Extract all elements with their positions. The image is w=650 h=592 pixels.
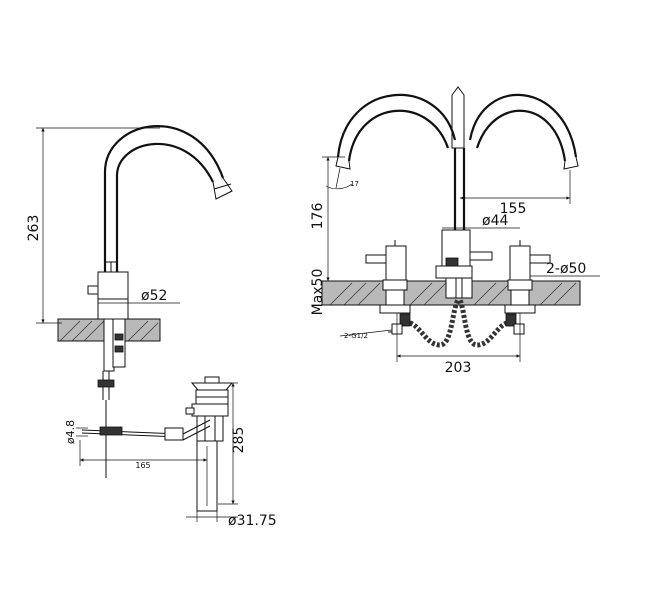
left-handle [365, 240, 411, 314]
dim-rod-length: 165 [135, 461, 150, 470]
dim-angle: 17 [350, 180, 359, 188]
dim-body-diameter: ø52 [141, 288, 167, 304]
popup-drain [182, 376, 234, 512]
right-dimensions: 17 176 Max50 155 ø44 2-ø50 2-G1/2 [310, 156, 600, 376]
twin-arched-spouts [335, 86, 579, 170]
dim-deck-max: Max50 [310, 269, 326, 316]
left-gooseneck-spout [103, 125, 233, 272]
right-handle [504, 240, 551, 314]
left-shank [97, 318, 126, 478]
dim-drain-diameter: ø31.75 [228, 513, 277, 529]
popup-rod [81, 426, 184, 441]
dim-spout-body-diameter: ø44 [482, 213, 508, 229]
dim-spout-reach: 155 [500, 201, 527, 217]
dim-rod-diameter: ø4.8 [64, 420, 77, 444]
left-dimensions: 263 ø52 ø4.8 165 285 ø31.75 [26, 127, 277, 529]
widespread-faucet-front-view: 17 176 Max50 155 ø44 2-ø50 2-G1/2 [310, 86, 600, 376]
dim-handle-diameter: 2-ø50 [546, 261, 586, 277]
center-spout-column [435, 148, 493, 299]
dim-spout-height: 263 [26, 215, 42, 242]
dim-connection: 2-G1/2 [344, 332, 368, 340]
dim-spout-height: 176 [310, 203, 326, 230]
single-hole-faucet-side-view: 263 ø52 ø4.8 165 285 ø31.75 [26, 125, 277, 529]
left-faucet-body [87, 261, 129, 320]
dim-centers: 203 [445, 360, 472, 376]
dim-drain-height: 285 [231, 427, 247, 454]
